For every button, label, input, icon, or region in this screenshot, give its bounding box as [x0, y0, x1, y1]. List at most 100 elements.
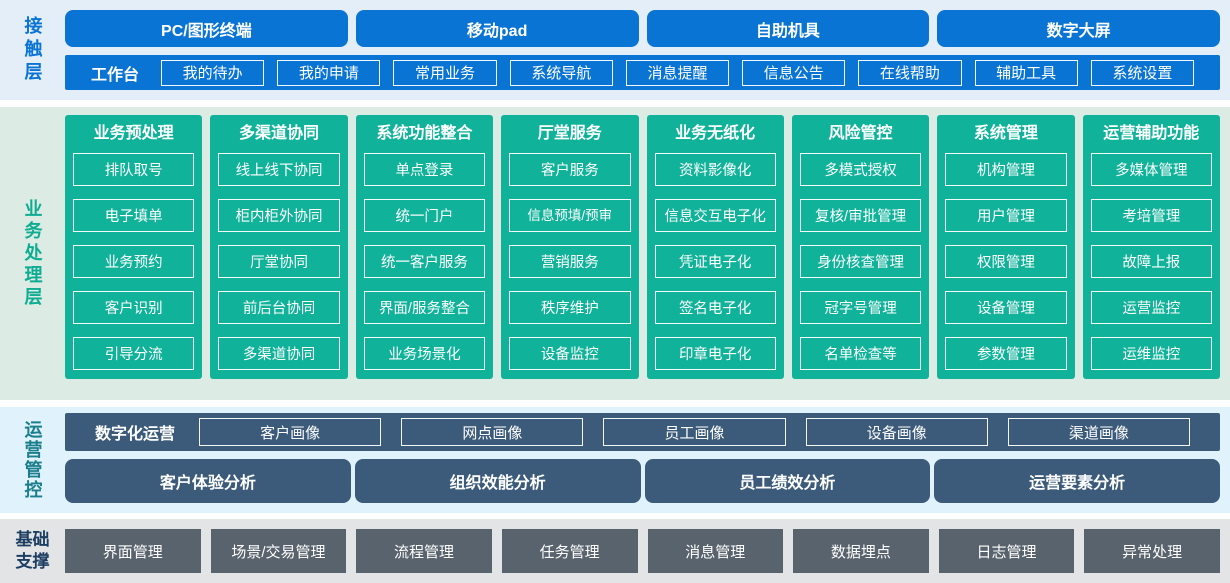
analysis-operation-elements: 运营要素分析: [934, 459, 1220, 503]
foundation-layer-label: 基础支撑: [15, 529, 50, 571]
digital-operation-bar: 数字化运营 客户画像 网点画像 员工画像 设备画像 渠道画像: [65, 413, 1220, 451]
column-item: 设备监控: [509, 337, 631, 370]
column-item: 名单检查等: [799, 337, 922, 370]
column-item: 凭证电子化: [654, 245, 776, 278]
foundation-row: 界面管理 场景/交易管理 流程管理 任务管理 消息管理 数据埋点 日志管理 异常…: [65, 529, 1220, 573]
column-business-preprocessing: 业务预处理 排队取号 电子填单 业务预约 客户识别 引导分流: [65, 115, 203, 379]
operations-layer-band: 运营管控 数字化运营 客户画像 网点画像 员工画像 设备画像 渠道画像 客户体验…: [0, 407, 1230, 513]
column-item: 多模式授权: [799, 153, 922, 186]
column-item: 厅堂协同: [218, 245, 340, 278]
workbench-item-applications: 我的申请: [277, 59, 381, 86]
contact-layer-gutter: 接触层: [0, 0, 65, 100]
column-item: 签名电子化: [654, 291, 776, 324]
column-item: 信息预填/预审: [509, 199, 631, 232]
column-item: 运营监控: [1090, 291, 1212, 324]
workbench-item-common-business: 常用业务: [393, 59, 497, 86]
profile-item-device: 设备画像: [805, 418, 988, 446]
column-operations-auxiliary: 运营辅助功能 多媒体管理 考培管理 故障上报 运营监控 运维监控: [1082, 115, 1220, 379]
column-item: 单点登录: [363, 153, 486, 186]
column-item: 排队取号: [73, 153, 195, 186]
column-item: 客户识别: [73, 291, 195, 324]
profile-item-employee: 员工画像: [603, 418, 786, 446]
workbench-items: 我的待办 我的申请 常用业务 系统导航 消息提醒 信息公告 在线帮助 辅助工具 …: [161, 59, 1220, 86]
terminal-block-self-service: 自助机具: [646, 10, 930, 47]
workbench-item-message-alerts: 消息提醒: [625, 59, 730, 86]
column-item: 身份核查管理: [799, 245, 922, 278]
column-paperless-business: 业务无纸化 资料影像化 信息交互电子化 凭证电子化 签名电子化 印章电子化: [646, 115, 784, 379]
foundation-item-ui-management: 界面管理: [65, 529, 201, 573]
column-risk-control: 风险管控 多模式授权 复核/审批管理 身份核查管理 冠字号管理 名单检查等: [791, 115, 930, 379]
column-item: 统一门户: [363, 199, 486, 232]
business-layer-gutter: 业务处理层: [0, 107, 65, 400]
column-title: 业务无纸化: [675, 125, 756, 142]
column-item: 引导分流: [73, 337, 195, 370]
foundation-layer-band: 基础支撑 界面管理 场景/交易管理 流程管理 任务管理 消息管理 数据埋点 日志…: [0, 519, 1230, 583]
band-separator: [0, 513, 1230, 519]
column-title: 多渠道协同: [239, 125, 320, 142]
column-item: 设备管理: [945, 291, 1067, 324]
digital-operation-label: 数字化运营: [95, 426, 176, 443]
column-item: 考培管理: [1090, 199, 1212, 232]
foundation-item-task-management: 任务管理: [501, 529, 638, 573]
workbench-bar: 工作台 我的待办 我的申请 常用业务 系统导航 消息提醒 信息公告 在线帮助 辅…: [65, 55, 1220, 90]
workbench-item-system-settings: 系统设置: [1090, 59, 1194, 86]
profile-item-customer: 客户画像: [199, 418, 382, 446]
column-multichannel-collaboration: 多渠道协同 线上线下协同 柜内柜外协同 厅堂协同 前后台协同 多渠道协同: [210, 115, 348, 379]
column-item: 信息交互电子化: [654, 199, 776, 232]
band-separator: [0, 400, 1230, 407]
column-item: 线上线下协同: [218, 153, 340, 186]
business-layer-body: 业务预处理 排队取号 电子填单 业务预约 客户识别 引导分流 多渠道协同 线上线…: [65, 107, 1230, 400]
analysis-org-effectiveness: 组织效能分析: [354, 459, 641, 503]
column-system-integration: 系统功能整合 单点登录 统一门户 统一客户服务 界面/服务整合 业务场景化: [355, 115, 494, 379]
contact-layer-label: 接触层: [22, 15, 43, 85]
workbench-item-aux-tools: 辅助工具: [974, 59, 1078, 86]
operations-layer-gutter: 运营管控: [0, 407, 65, 513]
column-item: 电子填单: [73, 199, 195, 232]
profile-item-branch: 网点画像: [401, 418, 584, 446]
column-item: 运维监控: [1090, 337, 1212, 370]
column-item: 业务场景化: [363, 337, 486, 370]
column-item: 权限管理: [945, 245, 1067, 278]
column-item: 复核/审批管理: [799, 199, 922, 232]
terminal-block-digital-screen: 数字大屏: [937, 10, 1220, 47]
band-separator: [0, 100, 1230, 107]
foundation-layer-gutter: 基础支撑: [0, 519, 65, 583]
workbench-item-online-help: 在线帮助: [858, 59, 962, 86]
digital-operation-items: 客户画像 网点画像 员工画像 设备画像 渠道画像: [199, 418, 1220, 446]
foundation-layer-body: 界面管理 场景/交易管理 流程管理 任务管理 消息管理 数据埋点 日志管理 异常…: [65, 519, 1230, 583]
terminal-block-pc: PC/图形终端: [65, 10, 348, 47]
column-item: 用户管理: [945, 199, 1067, 232]
foundation-item-data-tracking: 数据埋点: [793, 529, 929, 573]
foundation-item-process-management: 流程管理: [356, 529, 492, 573]
workbench-item-announcements: 信息公告: [742, 59, 846, 86]
operations-layer-label: 运营管控: [22, 420, 43, 500]
workbench-label: 工作台: [91, 66, 140, 84]
column-item: 多媒体管理: [1090, 153, 1212, 186]
column-item: 业务预约: [73, 245, 195, 278]
analysis-employee-performance: 员工绩效分析: [644, 459, 931, 503]
foundation-item-log-management: 日志管理: [938, 529, 1075, 573]
column-title: 风险管控: [828, 125, 893, 142]
workbench-item-todo: 我的待办: [161, 59, 265, 86]
column-item: 秩序维护: [509, 291, 631, 324]
contact-layer-band: 接触层 PC/图形终端 移动pad 自助机具 数字大屏 工作台 我的待办 我的申…: [0, 0, 1230, 100]
column-item: 前后台协同: [218, 291, 340, 324]
column-item: 营销服务: [509, 245, 631, 278]
column-title: 业务预处理: [93, 125, 174, 142]
terminal-block-mobile-pad: 移动pad: [355, 10, 639, 47]
column-title: 厅堂服务: [537, 125, 602, 142]
profile-item-channel: 渠道画像: [1007, 418, 1191, 446]
column-item: 机构管理: [945, 153, 1067, 186]
terminal-row: PC/图形终端 移动pad 自助机具 数字大屏: [65, 10, 1220, 47]
business-layer-label: 业务处理层: [22, 198, 43, 309]
column-item: 故障上报: [1090, 245, 1212, 278]
contact-layer-body: PC/图形终端 移动pad 自助机具 数字大屏 工作台 我的待办 我的申请 常用…: [65, 0, 1230, 100]
column-system-management: 系统管理 机构管理 用户管理 权限管理 设备管理 参数管理: [937, 115, 1075, 379]
column-item: 印章电子化: [654, 337, 776, 370]
analysis-row: 客户体验分析 组织效能分析 员工绩效分析 运营要素分析: [65, 459, 1220, 503]
column-item: 参数管理: [945, 337, 1067, 370]
column-lobby-services: 厅堂服务 客户服务 信息预填/预审 营销服务 秩序维护 设备监控: [501, 115, 639, 379]
foundation-item-message-management: 消息管理: [647, 529, 784, 573]
foundation-item-exception-handling: 异常处理: [1084, 529, 1220, 573]
